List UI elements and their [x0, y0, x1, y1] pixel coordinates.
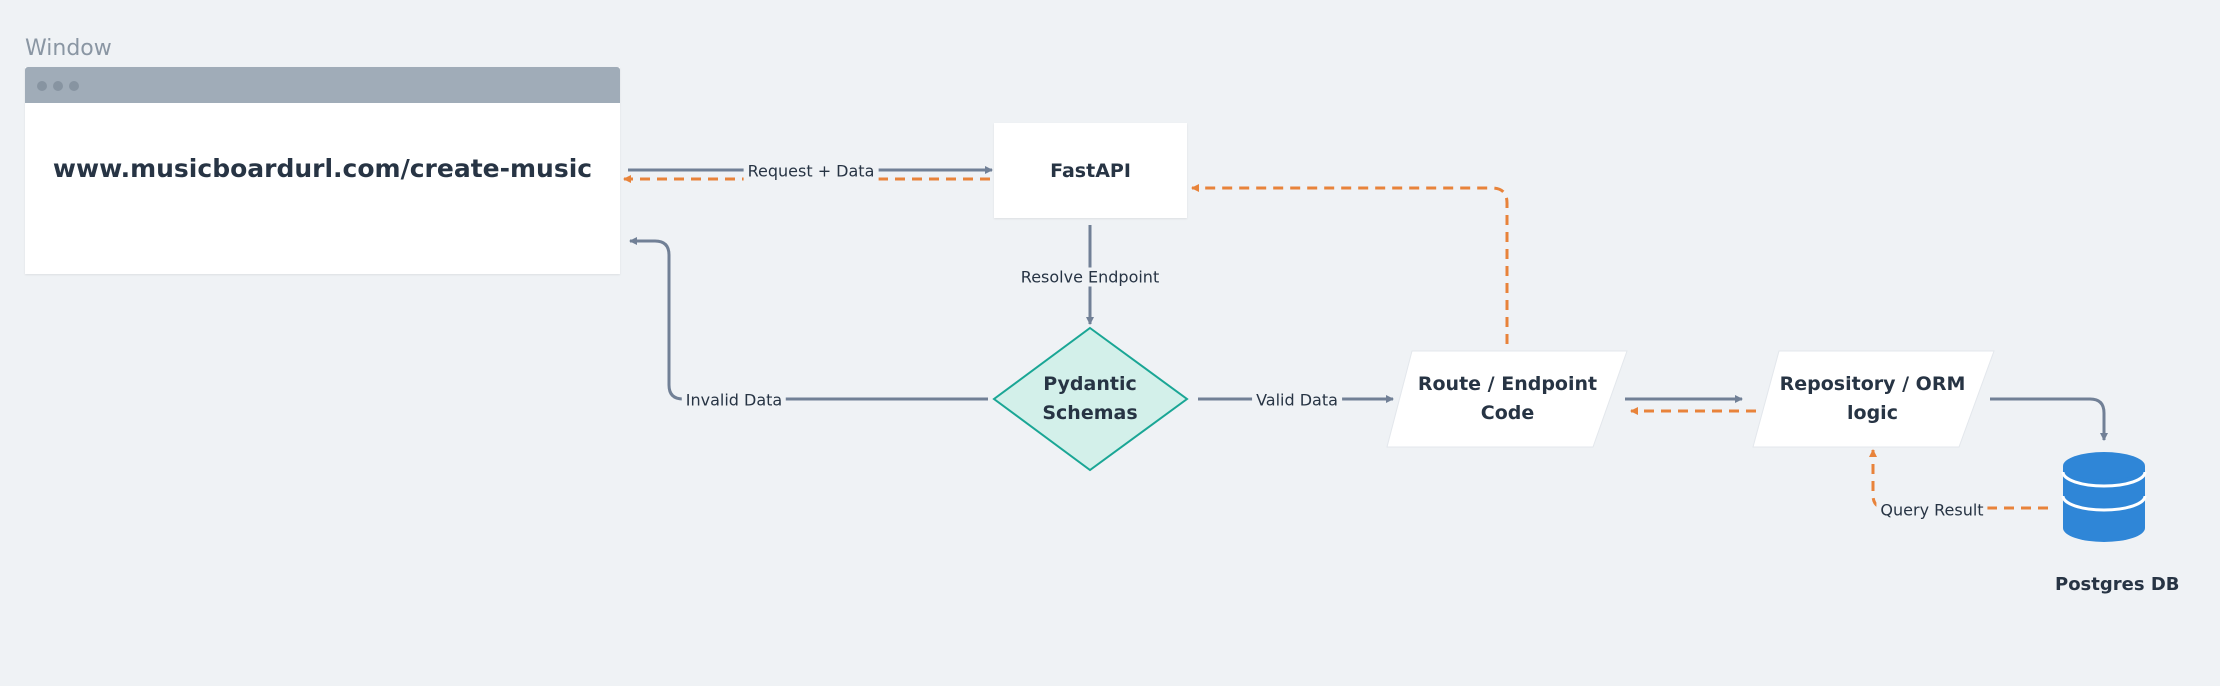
edge-query-result [1869, 449, 2048, 510]
repository-parallelogram [1752, 350, 1995, 448]
edge-label-query-result: Query Result [1876, 500, 1988, 520]
fastapi-node: FastAPI [994, 123, 1187, 218]
browser-title-bar [25, 67, 620, 103]
edge-repository-to-db [1990, 397, 2108, 441]
pydantic-diamond [992, 326, 1189, 472]
edge-label-resolve: Resolve Endpoint [1016, 267, 1164, 287]
route-node-label: Route / Endpoint Code [1417, 373, 1598, 424]
database-label: Postgres DB [2055, 574, 2180, 595]
edge-label-valid: Valid Data [1252, 390, 1342, 410]
repository-node-label: Repository / ORM logic [1779, 373, 1966, 424]
window-dot-icon [37, 81, 47, 91]
database-icon [2061, 452, 2147, 542]
browser-url: www.musicboardurl.com/create-music [52, 154, 593, 183]
edge-route-to-fastapi [1191, 184, 1509, 344]
window-caption: Window [25, 36, 112, 61]
edge-invalid-data [629, 237, 988, 401]
edge-label-request: Request + Data [743, 161, 879, 181]
pydantic-node-label: Pydantic Schemas [1042, 373, 1138, 424]
route-parallelogram [1386, 350, 1628, 448]
edge-label-invalid: Invalid Data [681, 390, 787, 410]
browser-window: www.musicboardurl.com/create-music [25, 67, 620, 274]
window-dot-icon [53, 81, 63, 91]
window-dot-icon [69, 81, 79, 91]
